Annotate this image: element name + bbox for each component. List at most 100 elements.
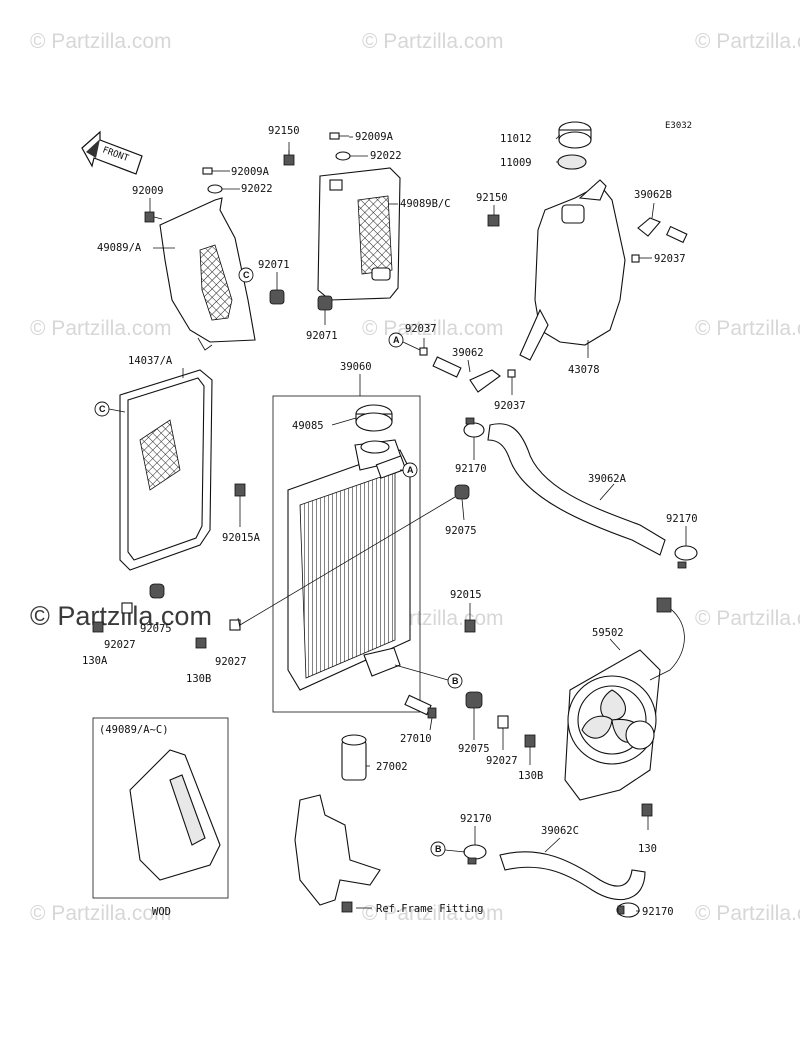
bolt-130b-right xyxy=(524,734,536,748)
part-label: 92037 xyxy=(405,323,437,335)
part-label: 92022 xyxy=(241,183,273,195)
part-label: 39060 xyxy=(340,361,372,373)
part-label: 92015A xyxy=(222,532,261,544)
radiator-group-box xyxy=(272,395,421,713)
part-label: 130B xyxy=(186,673,211,685)
watermark: © Partzilla.com xyxy=(362,902,504,925)
part-label: 27002 xyxy=(376,761,408,773)
callout-a-upper: A xyxy=(388,332,421,351)
part-label: 92037 xyxy=(494,400,526,412)
svg-text:C: C xyxy=(243,270,250,280)
svg-text:B: B xyxy=(435,844,442,854)
diagram-code: E3032 xyxy=(665,121,692,131)
watermark: © Partzilla.com xyxy=(30,30,172,53)
part-label: 92071 xyxy=(306,330,338,342)
clip-92037-mid xyxy=(419,347,428,356)
hose-39062a xyxy=(487,423,666,556)
part-label: 59502 xyxy=(592,627,624,639)
part-label: 92075 xyxy=(458,743,490,755)
washer-92022-left xyxy=(207,184,223,194)
grommet-92075-left xyxy=(149,583,165,599)
side-cover-mid xyxy=(317,167,401,301)
hose-39062c xyxy=(499,851,646,901)
part-label: 92075 xyxy=(140,623,172,635)
callout-c-lower: C xyxy=(94,401,126,417)
radiator-screen xyxy=(119,369,246,571)
temp-sensor-27010 xyxy=(404,694,437,719)
part-label: 92071 xyxy=(258,259,290,271)
grommet-92071-mid xyxy=(317,295,333,311)
grommet-92075-top xyxy=(454,484,470,500)
svg-text:A: A xyxy=(407,465,414,475)
part-label: 92009A xyxy=(355,131,394,143)
svg-text:C: C xyxy=(99,404,106,414)
bolt-92009a-mid xyxy=(329,132,349,140)
collar-92027-low xyxy=(497,715,509,729)
tank-cap-11012 xyxy=(558,121,592,149)
part-label: 92170 xyxy=(642,906,674,918)
watermark-large: © Partzilla.com xyxy=(30,601,212,631)
part-label: 43078 xyxy=(568,364,600,376)
part-label: 39062A xyxy=(588,473,627,485)
watermark: © Partzilla.com xyxy=(30,902,172,925)
collar-92027-left xyxy=(121,602,133,614)
part-label: 130B xyxy=(518,770,543,782)
inset-header: (49089/A~C) xyxy=(99,724,169,736)
callout-a-lower: A xyxy=(400,462,418,478)
watermark: © Partzilla.com xyxy=(695,607,800,630)
part-label: 92150 xyxy=(476,192,508,204)
svg-text:A: A xyxy=(393,335,400,345)
part-label: 49089/A xyxy=(97,242,142,254)
part-label: 39062B xyxy=(634,189,672,201)
clamp-92170-bottom xyxy=(463,844,487,865)
radiator-assembly xyxy=(272,395,421,713)
inset-caption: WOD xyxy=(152,906,171,918)
svg-text:B: B xyxy=(452,676,459,686)
part-label: 92075 xyxy=(445,525,477,537)
part-label: 92170 xyxy=(666,513,698,525)
bolt-130-right xyxy=(641,803,653,817)
washer-92022-mid xyxy=(335,151,351,161)
part-label: 49085 xyxy=(292,420,324,432)
clip-92037-right xyxy=(631,254,640,263)
watermark: © Partzilla.com xyxy=(362,30,504,53)
part-label: 92009A xyxy=(231,166,270,178)
part-label: 130 xyxy=(638,843,657,855)
bolt-92009a-left xyxy=(202,167,224,175)
part-label: 49089B/C xyxy=(400,198,451,210)
part-label: 27010 xyxy=(400,733,432,745)
callout-b-lower: B xyxy=(430,841,466,857)
grommet-92075-low xyxy=(465,691,483,709)
part-label: 11009 xyxy=(500,157,532,169)
ref-note: Ref.Frame Fitting xyxy=(376,903,483,915)
screw-92150-right xyxy=(487,214,500,227)
clip-92015 xyxy=(464,619,476,633)
part-label: 92022 xyxy=(370,150,402,162)
front-arrow-icon: FRONT xyxy=(81,130,143,175)
reservoir-tank xyxy=(519,179,626,361)
mounting-bracket xyxy=(294,794,381,913)
fan-switch-27002 xyxy=(341,734,367,781)
watermark: © Partzilla.com xyxy=(695,902,800,925)
bolt-130b-left xyxy=(195,637,207,649)
hose-39062 xyxy=(432,356,501,393)
part-label: 39062C xyxy=(541,825,579,837)
part-label: 11012 xyxy=(500,133,532,145)
watermark: © Partzilla.com xyxy=(695,317,800,340)
part-label: 14037/A xyxy=(128,355,173,367)
part-labels: 92150 92009A 92022 92009 49089/A 92071 9… xyxy=(82,125,698,918)
part-label: 92170 xyxy=(460,813,492,825)
watermark: © Partzilla.com xyxy=(30,317,172,340)
part-label: 92027 xyxy=(104,639,136,651)
part-label: 130A xyxy=(82,655,108,667)
clip-92015a xyxy=(234,483,246,497)
watermark: © Partzilla.com xyxy=(695,30,800,53)
clamp-92170-right xyxy=(674,545,698,569)
clamp-92170-bottomright xyxy=(616,902,640,918)
cap-gasket-11009 xyxy=(557,154,587,170)
part-label: 92170 xyxy=(455,463,487,475)
callout-b-upper: B xyxy=(394,664,463,689)
leader-lines xyxy=(149,134,687,912)
